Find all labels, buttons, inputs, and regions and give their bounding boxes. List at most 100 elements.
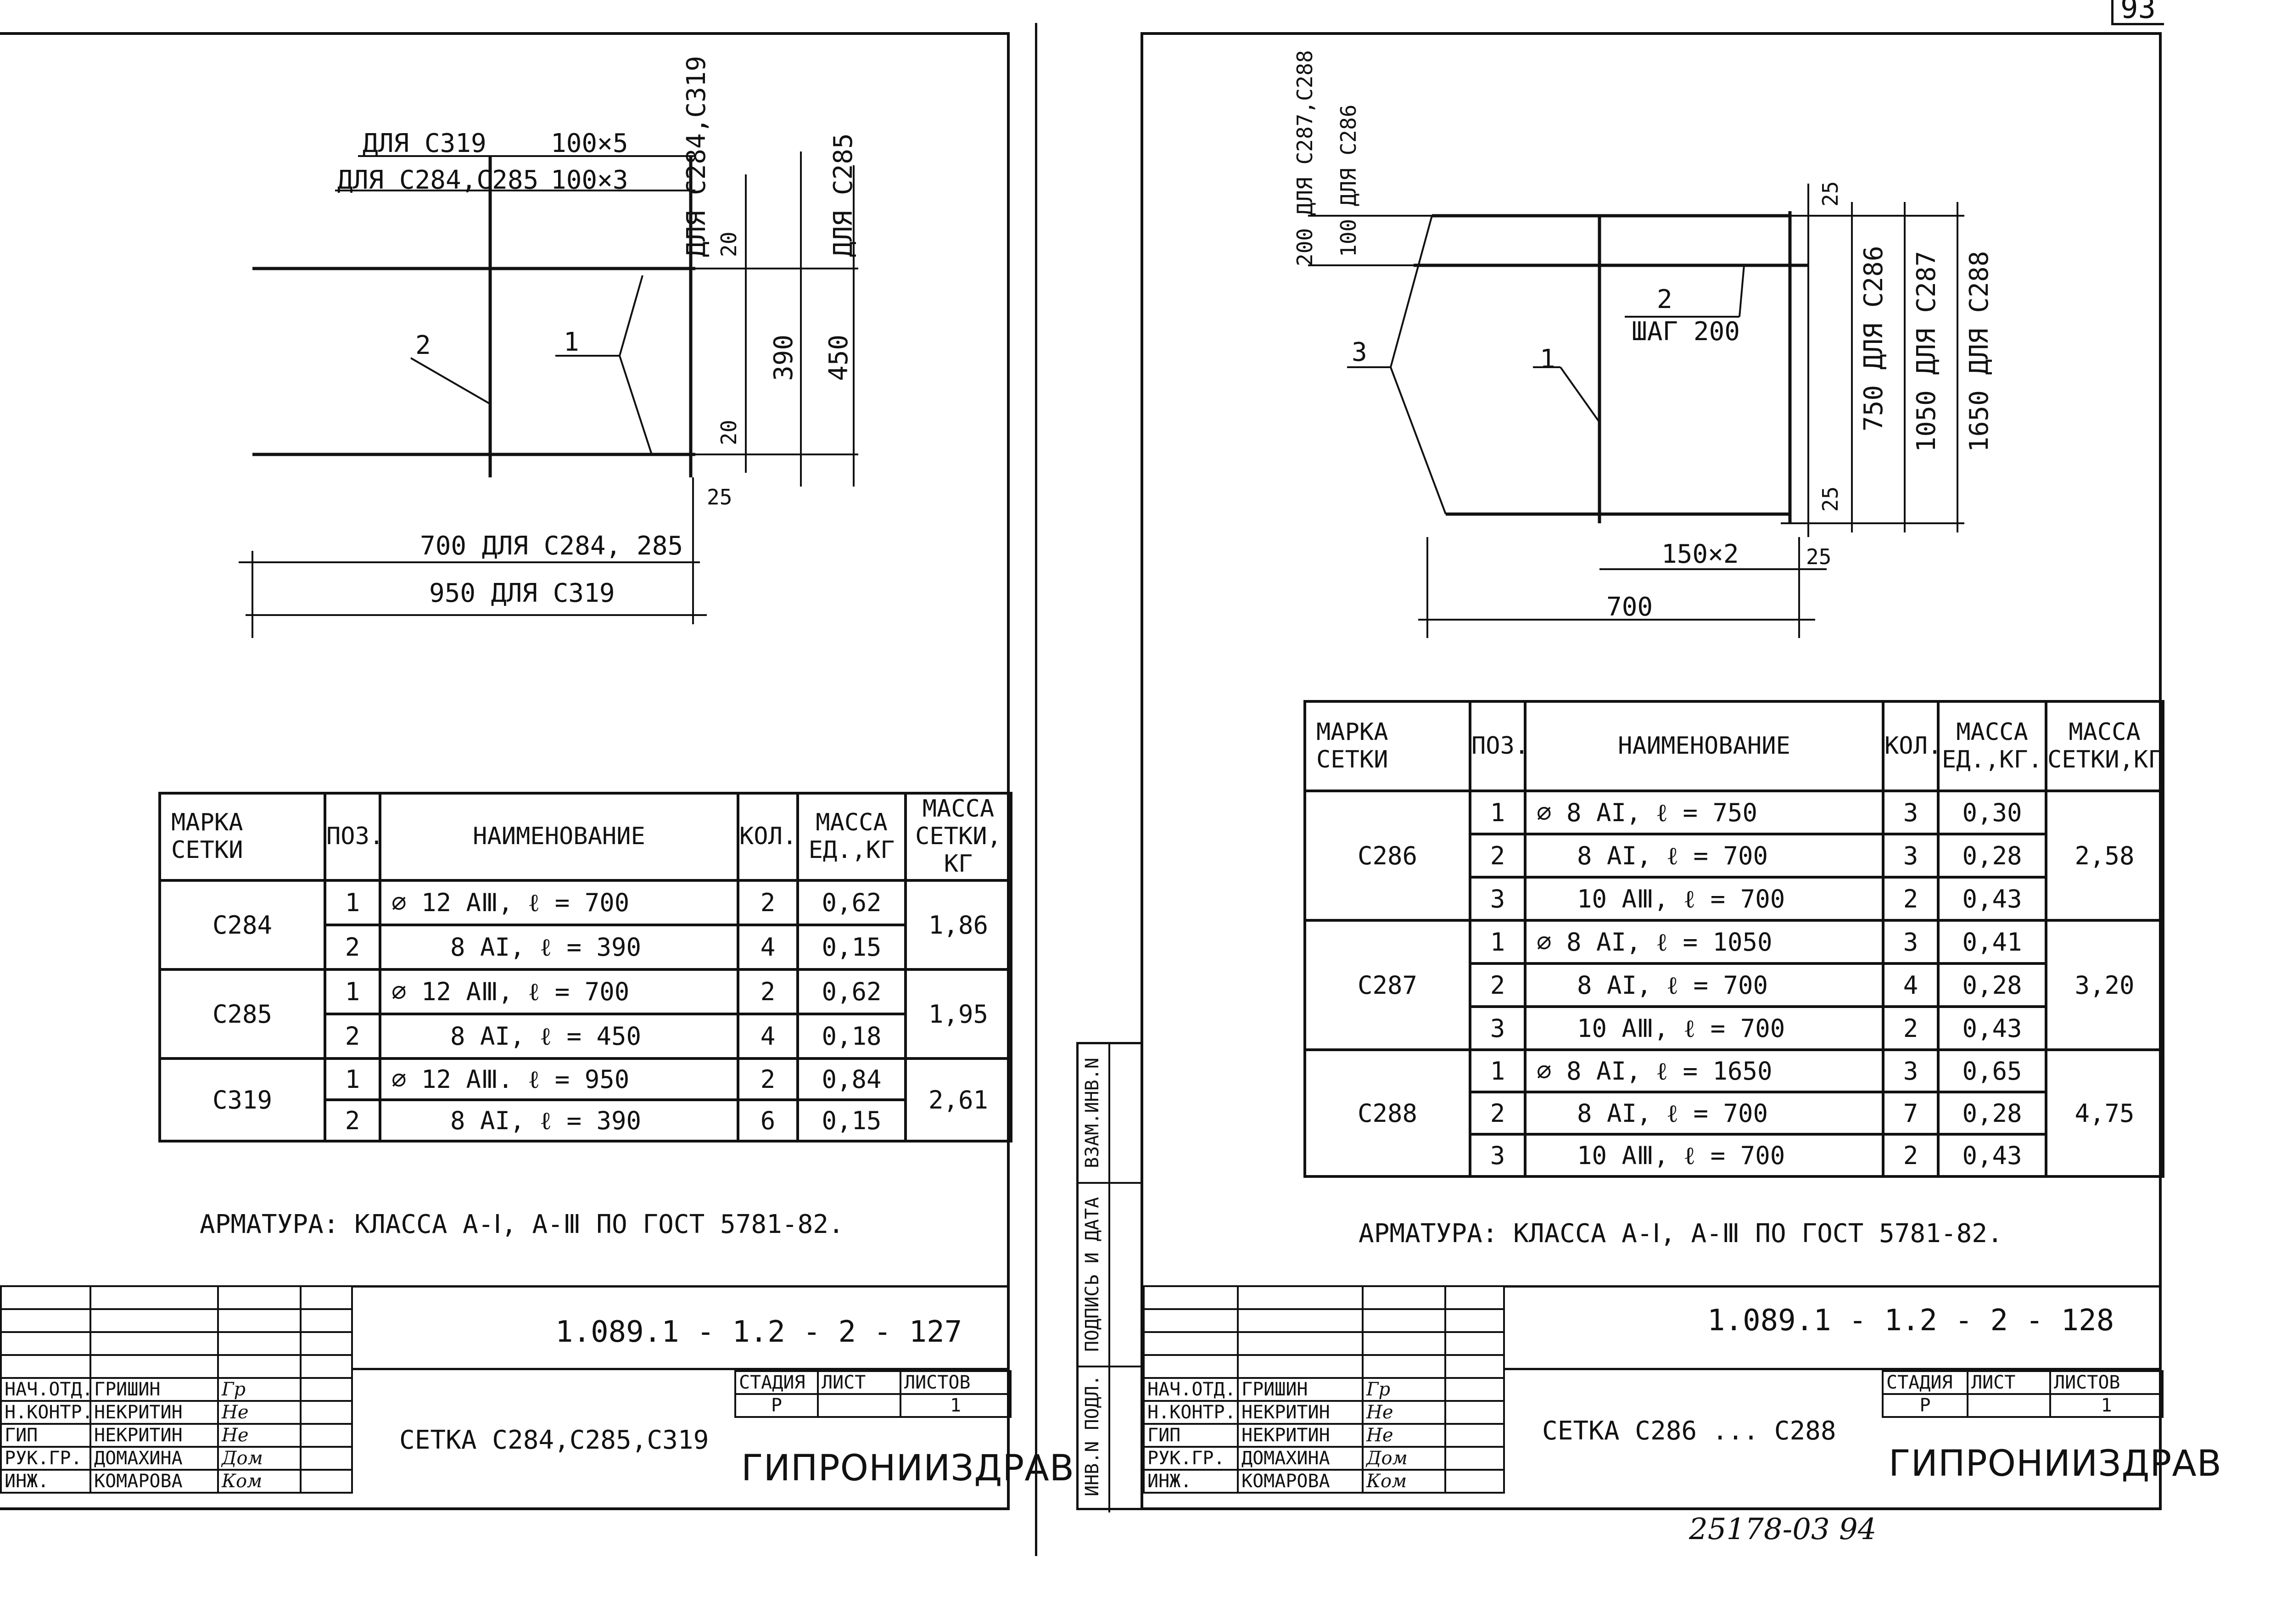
pos-cell: 1 bbox=[324, 1057, 381, 1101]
mass-cell: 0,84 bbox=[796, 1057, 907, 1101]
page-number-box bbox=[2111, 0, 2164, 25]
mark-cell: С288 bbox=[1303, 1048, 1471, 1178]
dim-25-top: 25 bbox=[1818, 181, 1843, 207]
staff-role: ГИП bbox=[1143, 1423, 1239, 1448]
qty-cell: 4 bbox=[737, 1013, 799, 1060]
qty-cell: 4 bbox=[1882, 962, 1940, 1008]
archive-number: 25178-03 94 bbox=[1689, 1512, 1877, 1546]
header-pos: ПОЗ. bbox=[324, 792, 381, 882]
pos-1-label: 1 bbox=[1540, 344, 1555, 374]
right-doc-code: 1.089.1 - 1.2 - 2 - 128 bbox=[1707, 1304, 2114, 1338]
height-750: 750 ДЛЯ С286 bbox=[1859, 246, 1889, 431]
sheet-divider bbox=[1035, 23, 1037, 1556]
staff-name: ДОМАХИНА bbox=[89, 1446, 219, 1471]
right-sheet-title: СЕТКА С286 ... С288 bbox=[1542, 1416, 1836, 1446]
mass-cell: 0,62 bbox=[796, 879, 907, 926]
header-mass-unit: МАССА ЕД.,КГ bbox=[796, 792, 907, 882]
pos-cell: 2 bbox=[1469, 833, 1527, 879]
name-cell: 10 АⅢ, ℓ = 700 bbox=[1524, 876, 1884, 922]
name-cell: 10 АⅢ, ℓ = 700 bbox=[1524, 1133, 1884, 1178]
mass-cell: 0,28 bbox=[1937, 1091, 2047, 1136]
right-drawing bbox=[1308, 184, 1964, 638]
table-row: С284 1 ∅ 12 АⅢ, ℓ = 700 2 0,62 1,86 bbox=[158, 879, 1012, 971]
staff-name: КОМАРОВА bbox=[1237, 1469, 1364, 1494]
step-label: ШАГ 200 bbox=[1632, 317, 1740, 347]
left-drawing bbox=[239, 151, 858, 638]
left-reinforcement-note: АРМАТУРА: КЛАССА А-Ⅰ, А-Ⅲ ПО ГОСТ 5781-8… bbox=[200, 1210, 844, 1239]
dim-label-c284: ДЛЯ С284,С285 bbox=[337, 165, 539, 195]
stage-value: Р bbox=[734, 1393, 819, 1418]
qty-cell: 7 bbox=[1882, 1091, 1940, 1136]
table-row: С288 1 ∅ 8 АI, ℓ = 1650 3 0,65 4,75 bbox=[1303, 1048, 2164, 1178]
mass-cell: 0,15 bbox=[796, 924, 907, 971]
qty-cell: 2 bbox=[737, 1057, 799, 1101]
stage-value: Р bbox=[1882, 1393, 1968, 1418]
staff-name: КОМАРОВА bbox=[89, 1469, 219, 1494]
mass-cell: 0,65 bbox=[1937, 1048, 2047, 1093]
pos-cell: 1 bbox=[1469, 790, 1527, 835]
table-row: 2 8 АI, ℓ = 390 6 0,15 bbox=[160, 1098, 1011, 1142]
left-sheet-title: СЕТКА С284,С285,С319 bbox=[399, 1425, 709, 1455]
dim-700-c284: 700 ДЛЯ С284, 285 bbox=[420, 531, 683, 561]
header-mark: МАРКА СЕТКИ bbox=[158, 792, 326, 882]
staff-role: ГИП bbox=[0, 1423, 91, 1448]
mark-cell: С287 bbox=[1303, 919, 1471, 1051]
mass-cell: 0,15 bbox=[796, 1098, 907, 1142]
staff-signature: Не bbox=[1362, 1400, 1446, 1425]
dim-label-c319: ДЛЯ С319 bbox=[363, 129, 486, 158]
mass-cell: 0,28 bbox=[1937, 833, 2047, 879]
header-mass-unit: МАССА ЕД.,КГ. bbox=[1937, 700, 2047, 792]
page-number: 93 bbox=[2120, 0, 2156, 25]
side-stamp-inv-subst: ВЗАМ.ИНВ.N bbox=[1082, 1058, 1103, 1168]
mass-cell: 0,43 bbox=[1937, 1133, 2047, 1178]
name-cell: 8 АI, ℓ = 390 bbox=[379, 1098, 739, 1142]
dim-20-top: 20 bbox=[716, 231, 741, 257]
pos-cell: 1 bbox=[1469, 1048, 1527, 1093]
staff-name: ГРИШИН bbox=[1237, 1377, 1364, 1402]
name-cell: 8 АI, ℓ = 390 bbox=[379, 924, 739, 971]
qty-cell: 2 bbox=[1882, 876, 1940, 922]
name-cell: ∅ 12 АⅢ. ℓ = 950 bbox=[379, 1057, 739, 1101]
qty-cell: 3 bbox=[1882, 1048, 1940, 1093]
staff-role: НАЧ.ОТД. bbox=[0, 1377, 91, 1402]
table-row: 3 10 АⅢ, ℓ = 700 2 0,43 bbox=[1305, 876, 2163, 922]
table-row: С286 1 ∅ 8 АI, ℓ = 750 3 0,30 2,58 bbox=[1303, 790, 2164, 922]
dim-20-bottom: 20 bbox=[716, 420, 741, 445]
pos-1-label: 1 bbox=[564, 327, 579, 357]
header-mass-total: МАССА СЕТКИ,КГ bbox=[2045, 700, 2164, 792]
mark-cell: С286 bbox=[1303, 790, 1471, 922]
table-row: 3 10 АⅢ, ℓ = 700 2 0,43 bbox=[1305, 1133, 2163, 1178]
staff-role: Н.КОНТР. bbox=[0, 1400, 91, 1425]
mass-cell: 0,41 bbox=[1937, 919, 2047, 965]
sheet-header: ЛИСТ bbox=[1967, 1370, 2051, 1395]
vertical-label-c286: 100 ДЛЯ С286 bbox=[1336, 104, 1361, 257]
header-qty: КОЛ. bbox=[737, 792, 799, 882]
pos-2-label: 2 bbox=[1657, 285, 1672, 314]
pos-cell: 1 bbox=[324, 879, 381, 926]
staff-role: РУК.ГР. bbox=[1143, 1446, 1239, 1471]
name-cell: ∅ 12 АⅢ, ℓ = 700 bbox=[379, 879, 739, 926]
vertical-label-c285: ДЛЯ С285 bbox=[828, 133, 858, 257]
sheets-value: 1 bbox=[2049, 1393, 2164, 1418]
pos-cell: 3 bbox=[1469, 1133, 1527, 1178]
header-qty: КОЛ. bbox=[1882, 700, 1940, 792]
table-row: 2 8 АI, ℓ = 450 4 0,18 bbox=[160, 1013, 1011, 1060]
mark-cell: С319 bbox=[158, 1057, 326, 1142]
table-row: 2 8 АI, ℓ = 700 3 0,28 bbox=[1305, 833, 2163, 879]
mass-cell: 0,43 bbox=[1937, 876, 2047, 922]
table-row: 2 8 АI, ℓ = 700 4 0,28 bbox=[1305, 962, 2163, 1008]
dim-value-c284: 100×3 bbox=[551, 165, 628, 195]
pos-cell: 1 bbox=[1469, 919, 1527, 965]
pos-cell: 1 bbox=[324, 968, 381, 1015]
name-cell: 8 АI, ℓ = 700 bbox=[1524, 962, 1884, 1008]
mark-cell: С285 bbox=[158, 968, 326, 1060]
table-row: С287 1 ∅ 8 АI, ℓ = 1050 3 0,41 3,20 bbox=[1303, 919, 2164, 1051]
mass-cell: 0,18 bbox=[796, 1013, 907, 1060]
staff-signature: Не bbox=[1362, 1423, 1446, 1448]
mark-cell: С284 bbox=[158, 879, 326, 971]
pos-cell: 2 bbox=[1469, 1091, 1527, 1136]
